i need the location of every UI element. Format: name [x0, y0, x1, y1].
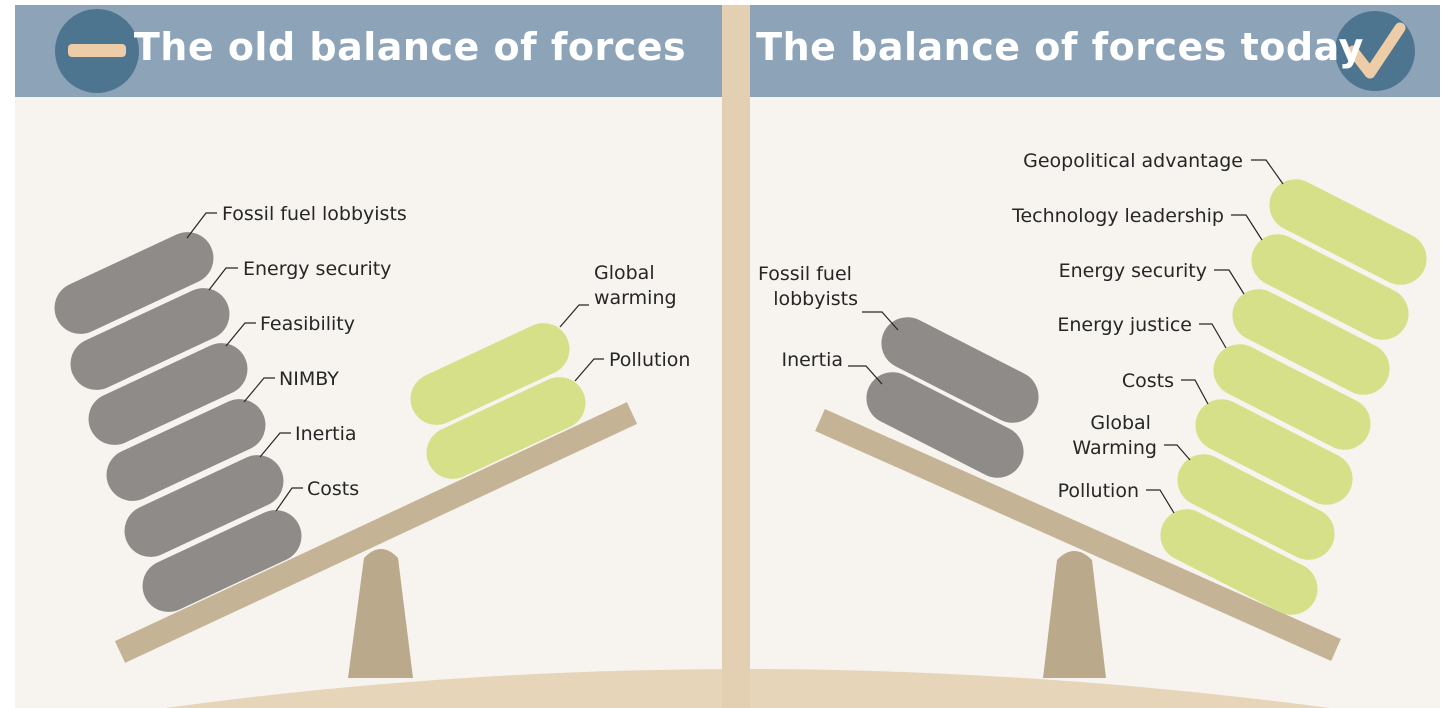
label-energy-security: Energy security — [243, 258, 391, 280]
weight-today-fossil-0 — [881, 317, 1039, 423]
weight-old-fossil-5 — [142, 510, 302, 612]
label-energy-justice: Energy justice — [1057, 314, 1192, 336]
old-fossil-weights — [54, 232, 302, 612]
weight-today-clean-6 — [1160, 509, 1318, 615]
leader-line-7 — [574, 358, 604, 382]
weight-old-fossil-0 — [54, 232, 214, 334]
weight-old-clean-0 — [410, 323, 570, 425]
leader-line-0 — [186, 212, 217, 239]
check-badge — [1335, 11, 1415, 91]
weight-old-fossil-1 — [70, 288, 230, 390]
leader-line-5 — [275, 487, 303, 512]
leader-line-15 — [1164, 444, 1191, 461]
label-pollution: Pollution — [1058, 480, 1139, 502]
leader-line-9 — [848, 365, 883, 385]
leader-line-8 — [862, 311, 899, 331]
right-beam — [815, 409, 1341, 661]
label-nimby: NIMBY — [279, 368, 339, 390]
right-fulcrum — [1043, 551, 1106, 678]
weight-today-clean-2 — [1232, 289, 1390, 395]
old-clean-weights — [410, 323, 586, 479]
leader-line-4 — [259, 432, 291, 458]
label-inertia: Inertia — [295, 423, 357, 445]
leader-line-3 — [243, 377, 275, 403]
leader-line-14 — [1181, 379, 1209, 405]
label-fossil-fuel-lobbyists: Fossil fuel lobbyists — [222, 203, 407, 225]
label-geopolitical-advantage: Geopolitical advantage — [1023, 150, 1243, 172]
weight-today-fossil-1 — [866, 372, 1024, 478]
weight-old-clean-1 — [426, 377, 586, 479]
left-panel-title: The old balance of forces — [134, 25, 686, 69]
label-costs: Costs — [307, 478, 359, 500]
right-header-bar — [750, 5, 1440, 97]
left-fulcrum — [348, 549, 413, 678]
weight-today-clean-5 — [1177, 454, 1335, 560]
label-global-warming: Global Warming — [1072, 412, 1157, 459]
leader-line-2 — [225, 322, 256, 347]
leader-line-13 — [1199, 323, 1227, 349]
label-leader-lines — [186, 159, 1284, 514]
center-pole — [722, 5, 750, 708]
checkmark-icon — [1347, 22, 1406, 79]
leader-line-11 — [1231, 214, 1263, 241]
today-clean-weights — [1160, 179, 1427, 615]
minus-badge — [55, 9, 139, 93]
weight-today-clean-1 — [1251, 234, 1409, 340]
weight-old-fossil-3 — [106, 399, 266, 501]
label-global-warming: Global warming — [594, 262, 677, 309]
left-beam — [114, 402, 638, 663]
weight-today-clean-4 — [1195, 399, 1353, 505]
label-costs: Costs — [1122, 370, 1174, 392]
leader-line-16 — [1146, 489, 1175, 514]
leader-line-12 — [1214, 269, 1245, 295]
minus-icon — [68, 44, 126, 57]
leader-line-10 — [1251, 159, 1284, 185]
label-energy-security: Energy security — [1059, 260, 1207, 282]
weight-old-fossil-2 — [88, 343, 248, 445]
weight-old-fossil-4 — [124, 455, 284, 557]
label-pollution: Pollution — [609, 349, 690, 371]
leader-line-1 — [208, 267, 238, 291]
label-feasibility: Feasibility — [260, 313, 355, 335]
label-technology-leadership: Technology leadership — [1011, 205, 1224, 227]
label-fossil-fuel-lobbyists: Fossil fuel lobbyists — [758, 263, 858, 310]
weight-today-clean-0 — [1269, 179, 1427, 285]
today-fossil-weights — [866, 317, 1039, 478]
label-inertia: Inertia — [781, 349, 843, 371]
leader-line-6 — [559, 304, 589, 328]
weight-today-clean-3 — [1213, 344, 1371, 450]
right-panel-title: The balance of forces today — [756, 25, 1364, 69]
